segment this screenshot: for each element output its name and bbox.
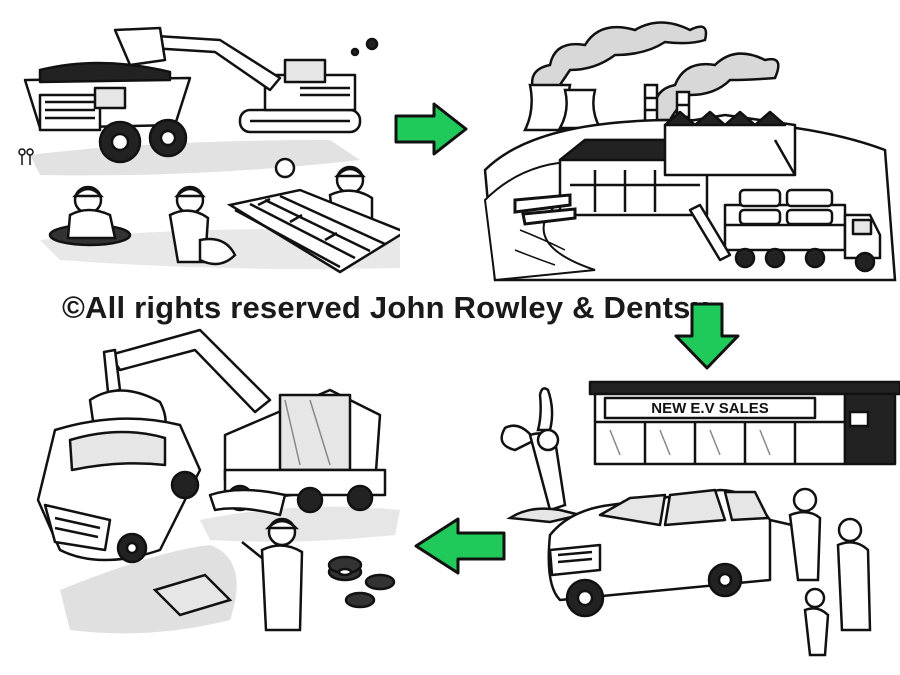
haul-truck xyxy=(23,61,192,164)
arrow-left xyxy=(414,517,506,575)
factory-panel xyxy=(483,21,897,282)
showroom-building xyxy=(588,380,900,466)
scrap-parts xyxy=(152,555,396,617)
mining-panel xyxy=(18,26,400,274)
scrapyard-panel xyxy=(36,328,400,634)
showroom-sign: NEW E.V SALES xyxy=(651,400,769,417)
ev-car xyxy=(547,488,772,618)
dealership-panel: NEW E.V SALES xyxy=(500,380,900,657)
customers xyxy=(769,487,872,657)
arrow-down xyxy=(674,302,740,370)
tube-man xyxy=(500,387,581,524)
factory-buildings xyxy=(558,110,797,217)
excavator xyxy=(113,26,379,134)
scrap-worker xyxy=(241,517,304,632)
scrapped-car xyxy=(36,417,202,564)
car-transporter xyxy=(688,188,882,273)
conveyor-belt xyxy=(226,188,400,274)
arrow-right xyxy=(394,102,468,156)
copyright-notice: ©All rights reserved John Rowley & Dents… xyxy=(62,290,710,325)
